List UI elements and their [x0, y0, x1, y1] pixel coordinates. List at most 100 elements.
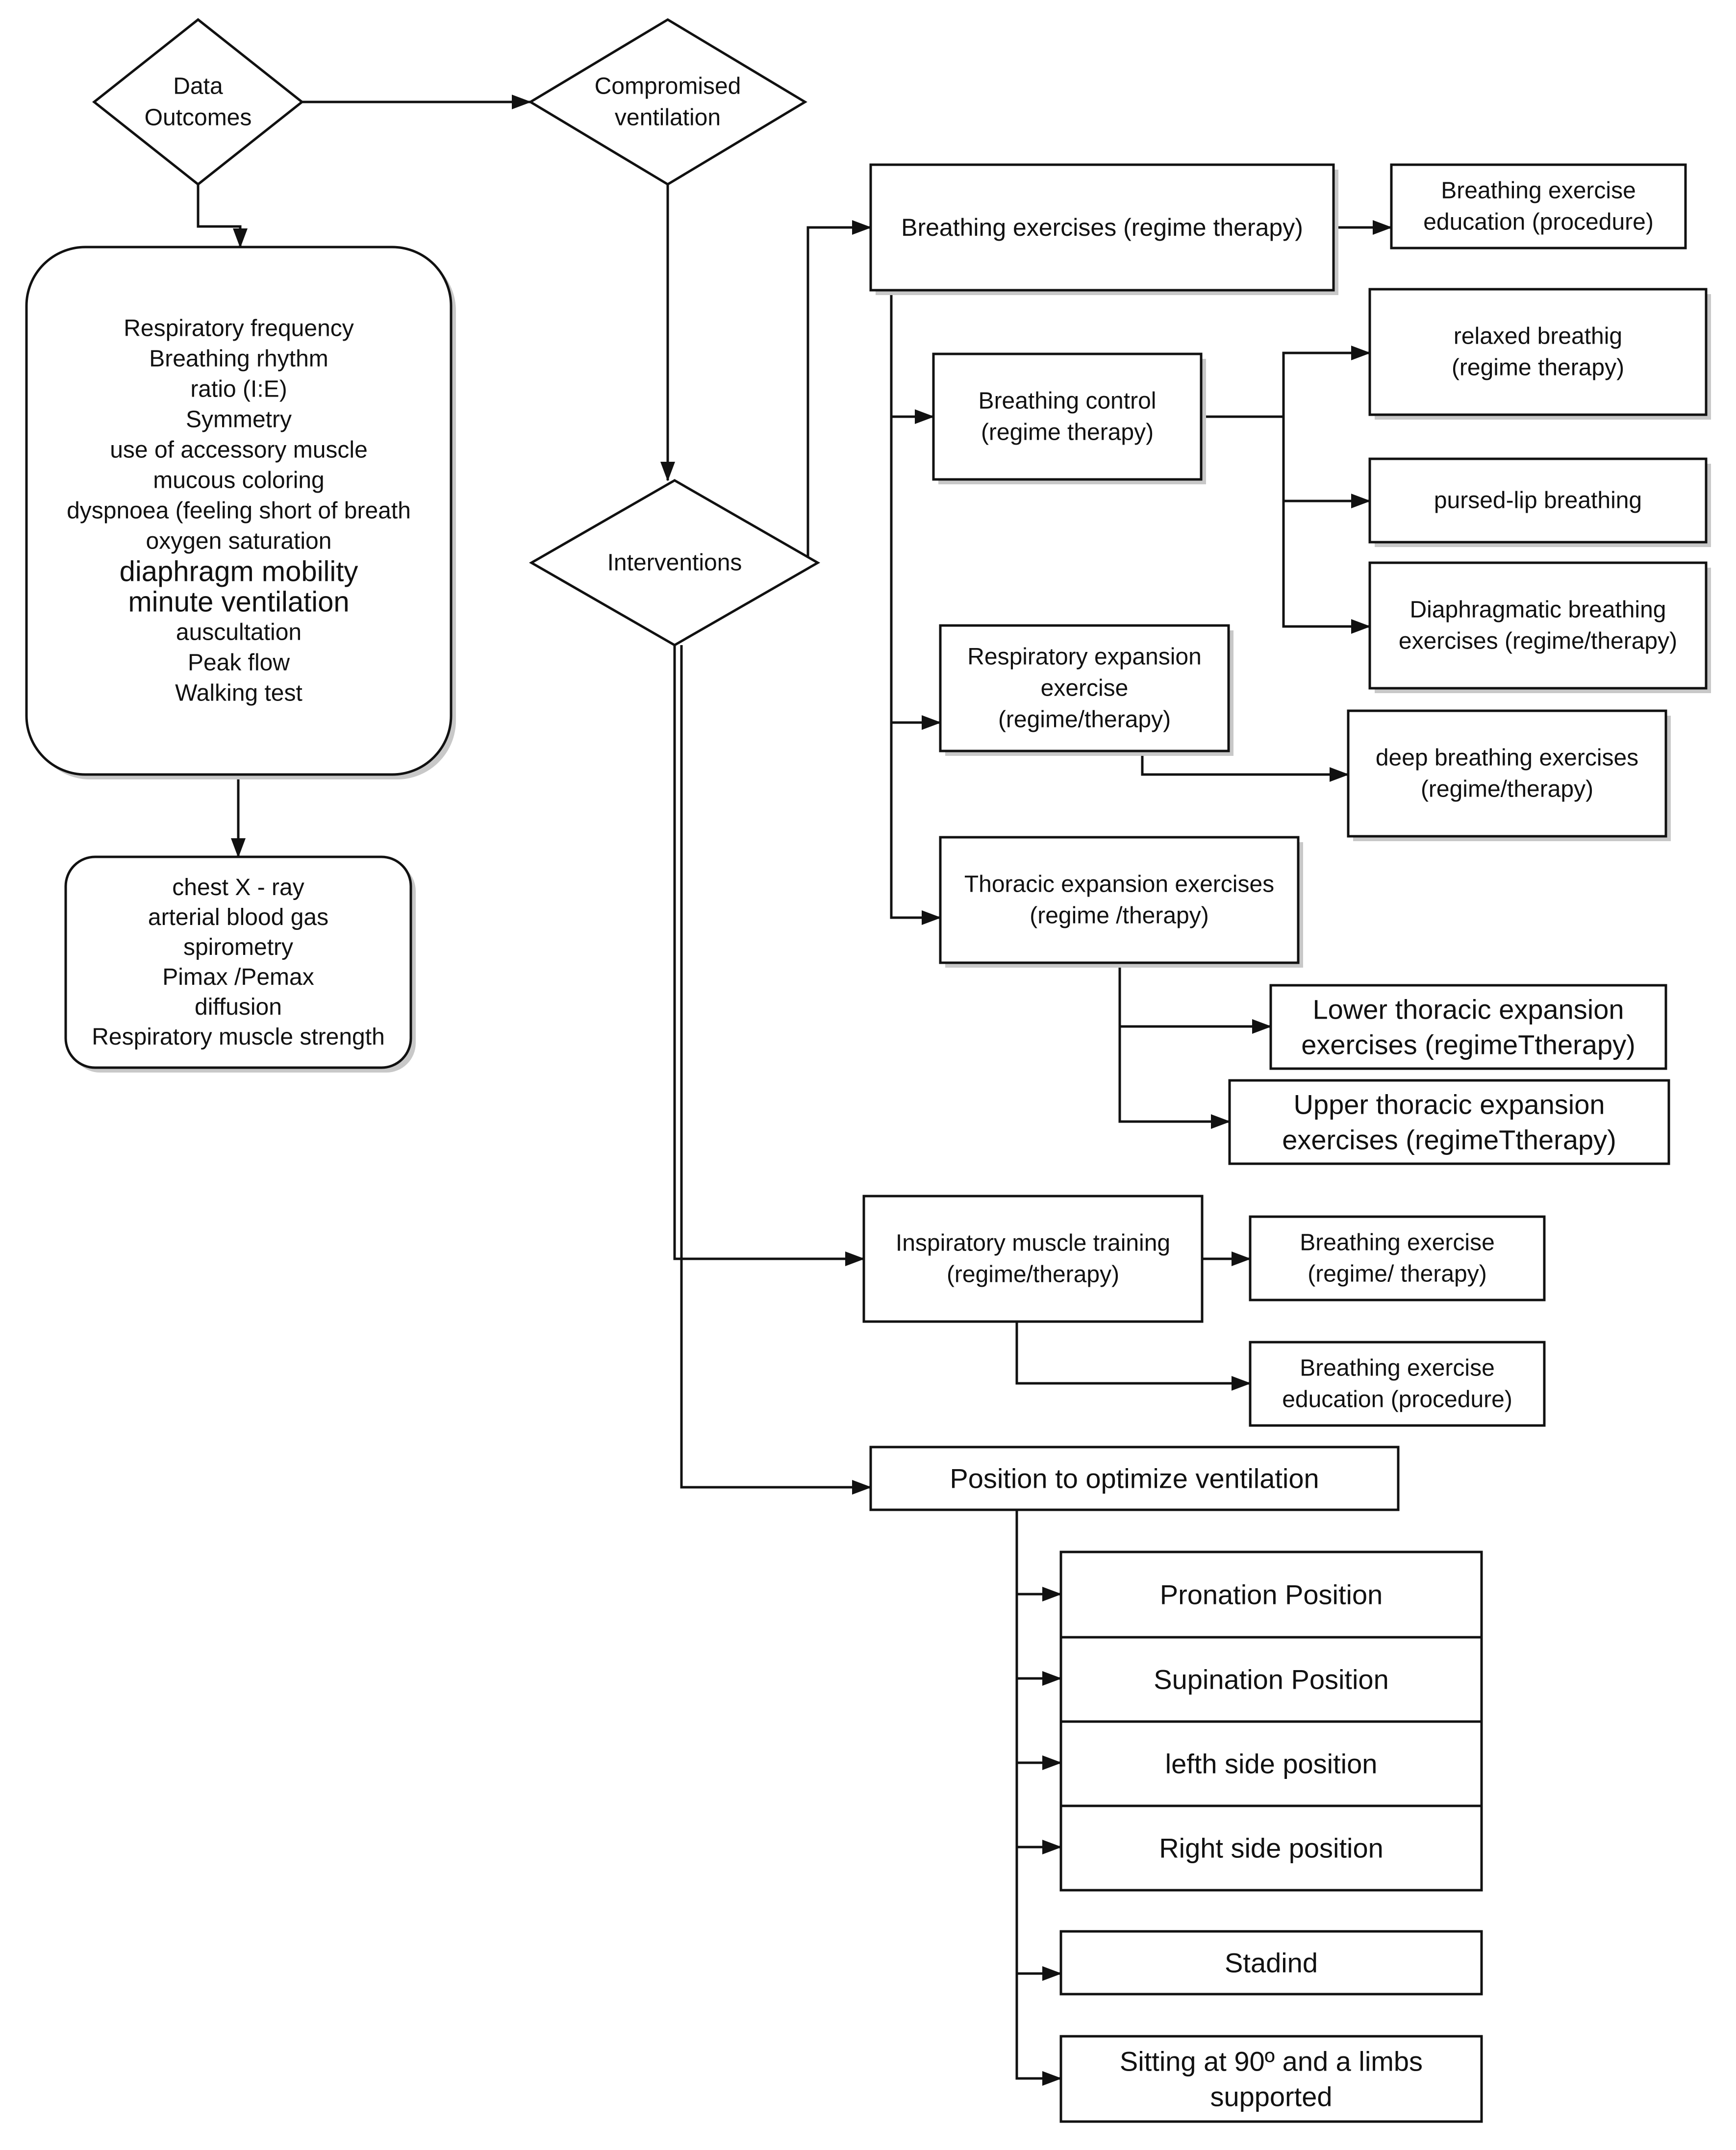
tests-list-label-line: spirometry	[183, 934, 293, 960]
arrow-position-optimize-to-left-side	[1015, 1678, 1062, 1770]
assessment-list-label-line: diaphragm mobility	[120, 556, 358, 588]
arrow-interventions-to-breathing-exercises	[806, 220, 872, 564]
breathing-exercises-label-line: Breathing exercises (regime therapy)	[901, 214, 1303, 241]
arrow-thoracic-expansion-to-upper-thoracic	[1118, 1026, 1231, 1129]
assessment-list-label-line: auscultation	[176, 620, 302, 646]
connectors	[197, 95, 1392, 2086]
pursed-lip-breathing-box	[1368, 457, 1708, 544]
pronation-label-line: Pronation Position	[1160, 1579, 1383, 1610]
assessment-list-label-line: Respiratory frequency	[124, 316, 354, 342]
breathing-exercise-education-1-label-line: education (procedure)	[1423, 209, 1654, 235]
tests-list-label-line: Respiratory muscle strength	[92, 1024, 385, 1050]
node-sitting: Sitting at 90º and a limbs supported	[1059, 2035, 1483, 2123]
breathing-exercise-regime-label-line: (regime/ therapy)	[1308, 1261, 1486, 1287]
inspiratory-muscle-training-label-line: (regime/therapy)	[947, 1262, 1119, 1288]
sitting-box	[1059, 2035, 1483, 2123]
position-optimize-box	[869, 1446, 1400, 1511]
left-side-label-line: lefth side position	[1165, 1749, 1378, 1779]
breathing-exercise-education-2-box	[1249, 1341, 1546, 1427]
position-optimize-label-line: Position to optimize ventilation	[950, 1463, 1319, 1494]
arrow-breathing-control-to-diaphragmatic-breathing	[1282, 501, 1371, 634]
breathing-exercise-education-2-label-line: Breathing exercise	[1300, 1355, 1495, 1381]
arrow-breathing-control-to-relaxed-breathing	[1201, 346, 1371, 418]
lower-thoracic-label-line: Lower thoracic expansion	[1312, 994, 1624, 1025]
arrow-interventions-to-position-optimize	[680, 645, 872, 1495]
assessment-list-label-line: use of accessory muscle	[110, 437, 368, 463]
node-respiratory-expansion: Respiratory expansionexercise(regime/the…	[939, 624, 1233, 756]
deep-breathing-label-line: (regime/therapy)	[1421, 776, 1593, 802]
right-side-label-line: Right side position	[1159, 1833, 1384, 1864]
node-interventions: Interventions	[528, 479, 821, 647]
breathing-exercise-education-2-label-line: education (procedure)	[1282, 1387, 1512, 1413]
node-left-side: lefth side position	[1059, 1720, 1483, 1807]
node-position-optimize: Position to optimize ventilation	[869, 1446, 1400, 1511]
supination-label-line: Supination Position	[1154, 1664, 1388, 1695]
compromised-ventilation-label-line: ventilation	[615, 105, 721, 131]
assessment-list-label-line: ratio (I:E)	[190, 376, 287, 402]
supination-box	[1059, 1636, 1483, 1723]
arrow-position-optimize-to-supination	[1015, 1594, 1062, 1686]
deep-breathing-label-line: deep breathing exercises	[1376, 745, 1638, 771]
tests-list-label-line: chest X - ray	[172, 875, 304, 900]
arrow-position-optimize-to-standing	[1015, 1847, 1062, 1981]
compromised-ventilation-diamond	[528, 18, 807, 186]
assessment-list-box	[25, 246, 453, 776]
node-breathing-control: Breathing control(regime therapy)	[932, 352, 1206, 484]
node-pronation: Pronation Position	[1059, 1550, 1483, 1639]
standing-label-line: Stadind	[1225, 1948, 1318, 1978]
arrow-data-outcomes-to-assessment-list	[197, 184, 248, 248]
data-outcomes-label-line: Outcomes	[145, 105, 252, 131]
node-breathing-exercise-education-2: Breathing exercise education (procedure)	[1249, 1341, 1546, 1427]
node-breathing-exercises: Breathing exercises (regime therapy)	[869, 163, 1338, 295]
assessment-list-label-line: oxygen saturation	[146, 528, 332, 554]
tests-list-label-line: diffusion	[195, 994, 282, 1020]
breathing-control-label-line: (regime therapy)	[981, 420, 1154, 446]
relaxed-breathing-box	[1368, 288, 1708, 416]
assessment-list-label-line: Walking test	[175, 680, 302, 706]
arrow-breathing-exercises-to-breathing-control	[890, 290, 934, 424]
left-side-box	[1059, 1720, 1483, 1807]
inspiratory-muscle-training-label-line: Inspiratory muscle training	[896, 1230, 1170, 1256]
assessment-list-label-line: minute ventilation	[128, 586, 349, 618]
arrow-respiratory-expansion-to-deep-breathing	[1141, 751, 1349, 782]
sitting-label-line: Sitting at 90º and a limbs	[1120, 2046, 1423, 2077]
breathing-exercises-box	[869, 163, 1335, 292]
data-outcomes-label-line: Data	[173, 74, 223, 100]
assessment-list-label-line: dyspnoea (feeling short of breath	[67, 498, 411, 524]
sitting-label-line: supported	[1210, 2081, 1332, 2112]
assessment-list-label-line: Symmetry	[186, 407, 292, 433]
tests-list-label-line: Pimax /Pemax	[162, 964, 314, 990]
upper-thoracic-label-line: exercises (regimeTtherapy)	[1282, 1125, 1616, 1155]
breathing-exercise-education-1-box	[1390, 163, 1687, 250]
node-relaxed-breathing: relaxed breathig(regime therapy)	[1368, 288, 1711, 420]
arrow-position-optimize-to-right-side	[1015, 1763, 1062, 1854]
deep-breathing-box	[1347, 709, 1667, 838]
upper-thoracic-label-line: Upper thoracic expansion	[1293, 1089, 1605, 1120]
interventions-label-line: Interventions	[607, 550, 742, 576]
tests-list-label-line: arterial blood gas	[148, 904, 328, 930]
data-outcomes-diamond	[92, 18, 304, 186]
thoracic-expansion-label-line: Thoracic expansion exercises	[964, 872, 1274, 898]
inspiratory-muscle-training-box	[862, 1195, 1204, 1323]
assessment-list-label-line: mucous coloring	[153, 468, 325, 494]
relaxed-breathing-label-line: relaxed breathig	[1454, 324, 1622, 350]
breathing-control-box	[932, 352, 1203, 481]
lower-thoracic-box	[1269, 984, 1667, 1070]
breathing-exercise-regime-label-line: Breathing exercise	[1300, 1230, 1495, 1256]
arrow-breathing-exercises-to-thoracic-expansion	[890, 723, 941, 925]
diaphragmatic-breathing-box	[1368, 561, 1708, 690]
node-deep-breathing: deep breathing exercises (regime/therapy)	[1347, 709, 1671, 841]
upper-thoracic-box	[1228, 1079, 1670, 1165]
assessment-list-label-line: Peak flow	[188, 650, 290, 676]
node-pursed-lip-breathing: pursed-lip breathing	[1368, 457, 1711, 547]
arrow-position-optimize-to-sitting	[1015, 1974, 1062, 2086]
node-tests-list: chest X - ray arterial blood gas spirometr…	[64, 855, 416, 1073]
respiratory-expansion-box	[939, 624, 1230, 752]
tests-list-box	[64, 855, 412, 1069]
